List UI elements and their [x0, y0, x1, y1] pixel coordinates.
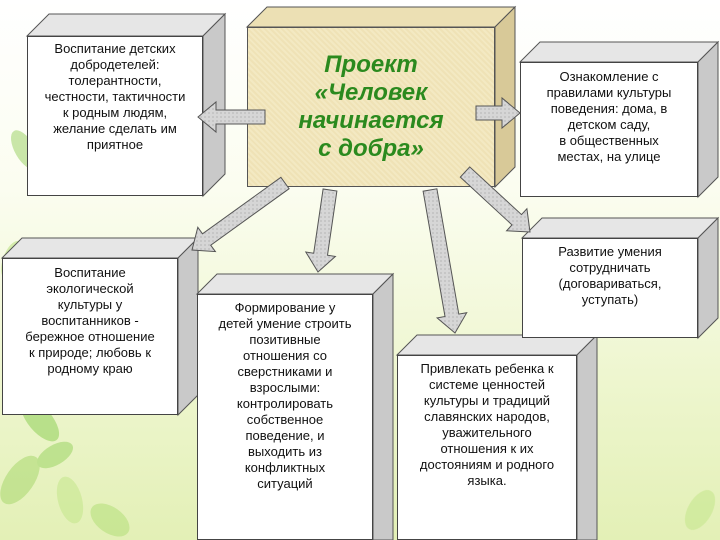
box-side-face	[372, 272, 394, 540]
arrow-to-cooperation	[459, 166, 531, 233]
arrow-to-relations	[304, 188, 338, 273]
project-title: Проект «Человек начинается с добра»	[298, 51, 444, 162]
relations-box: Формирование у детей умение строить пози…	[197, 294, 373, 540]
box-side-face	[697, 40, 719, 199]
box-side-face	[697, 216, 719, 340]
arrow-to-values	[422, 188, 468, 334]
values-text: Привлекать ребенка к системе ценностей к…	[419, 361, 555, 488]
arrow-to-ecology	[191, 176, 290, 253]
project-title-box: Проект «Человек начинается с добра»	[247, 27, 495, 187]
cooperation-box: Развитие умения сотрудничать (договарива…	[522, 238, 698, 338]
values-box: Привлекать ребенка к системе ценностей к…	[397, 355, 577, 540]
virtues-box: Воспитание детских добродетелей: толеран…	[27, 36, 203, 196]
relations-text: Формирование у детей умение строить пози…	[218, 300, 352, 491]
cooperation-text: Развитие умения сотрудничать (договарива…	[558, 244, 662, 307]
ecology-text: Воспитание экологической культуры у восп…	[25, 265, 155, 376]
rules-box: Ознакомление с правилами культуры поведе…	[520, 62, 698, 197]
box-side-face	[494, 5, 516, 189]
ecology-box: Воспитание экологической культуры у восп…	[2, 258, 178, 415]
box-side-face	[576, 333, 598, 540]
arrow-to-rules	[475, 96, 521, 130]
arrow-to-virtues	[197, 100, 266, 134]
rules-text: Ознакомление с правилами культуры поведе…	[546, 69, 672, 164]
virtues-text: Воспитание детских добродетелей: толеран…	[44, 41, 186, 152]
